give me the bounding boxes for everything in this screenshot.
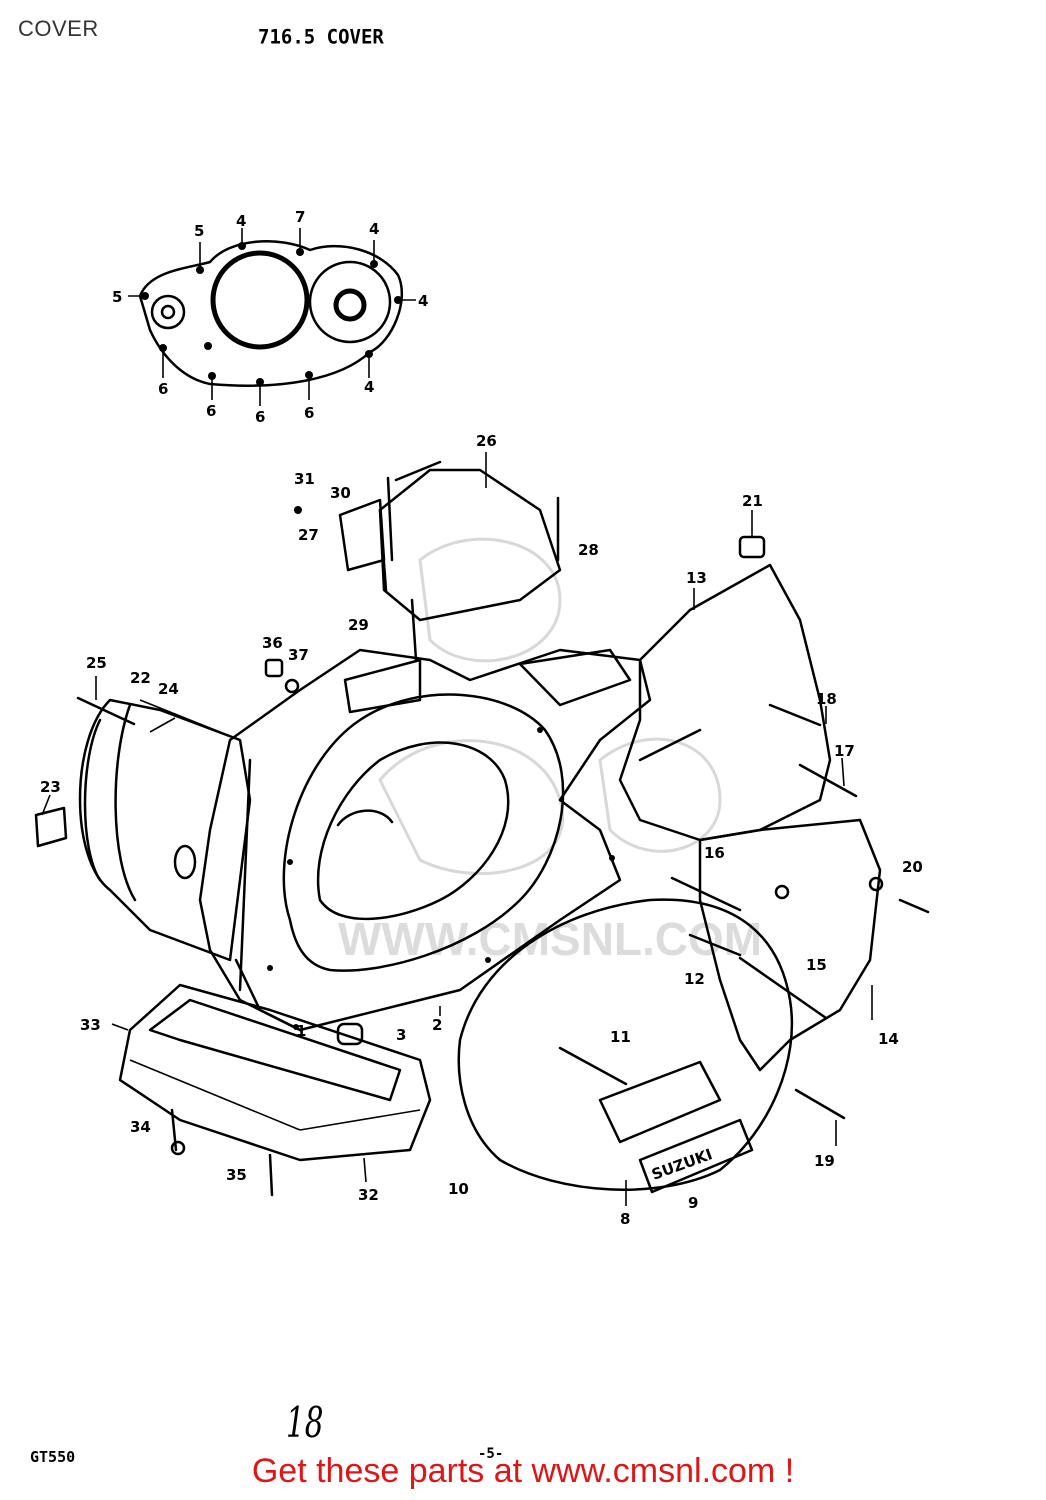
left-cover bbox=[34, 696, 252, 962]
callout-14: 14 bbox=[878, 1030, 899, 1048]
callout-6: 6 bbox=[304, 404, 314, 422]
parts-diagram: WWW.CMSNL.COM bbox=[34, 208, 930, 1228]
callout-13: 13 bbox=[686, 569, 707, 587]
callout-16: 16 bbox=[704, 844, 725, 862]
callout-11: 11 bbox=[610, 1028, 631, 1046]
callout-4: 4 bbox=[364, 378, 374, 396]
right-drive-cover bbox=[618, 535, 930, 1072]
callout-5: 5 bbox=[112, 288, 122, 306]
page-title: COVER bbox=[18, 16, 99, 41]
callout-12: 12 bbox=[684, 970, 705, 988]
callout-6: 6 bbox=[158, 380, 168, 398]
parts-link[interactable]: Get these parts at www.cmsnl.com ! bbox=[251, 1452, 795, 1490]
callout-6: 6 bbox=[255, 408, 265, 426]
page-number: -5- bbox=[478, 1446, 504, 1462]
callout-29: 29 bbox=[348, 616, 369, 634]
handwritten-note: 18 bbox=[286, 1398, 324, 1447]
callout-34: 34 bbox=[130, 1118, 151, 1136]
gasket-inset bbox=[128, 228, 416, 406]
callout-33: 33 bbox=[80, 1016, 101, 1034]
top-box-cover bbox=[294, 460, 562, 662]
callout-37: 37 bbox=[288, 646, 309, 664]
callout-19: 19 bbox=[814, 1152, 835, 1170]
figure-title: 716.5 COVER bbox=[258, 25, 384, 49]
callout-36: 36 bbox=[262, 634, 283, 652]
callout-30: 30 bbox=[330, 484, 351, 502]
callout-6: 6 bbox=[206, 402, 216, 420]
callout-9: 9 bbox=[688, 1194, 698, 1212]
callout-18: 18 bbox=[816, 690, 837, 708]
callout-21: 21 bbox=[742, 492, 763, 510]
callout-31: 31 bbox=[294, 470, 315, 488]
part-callouts: 4 7 4 5 5 4 4 6 6 6 6 26 31 30 27 28 21 … bbox=[40, 208, 923, 1228]
watermark-text: WWW.CMSNL.COM bbox=[338, 913, 762, 965]
watermark: WWW.CMSNL.COM bbox=[338, 537, 762, 965]
callout-35: 35 bbox=[226, 1166, 247, 1184]
callout-15: 15 bbox=[806, 956, 827, 974]
callout-32: 32 bbox=[358, 1186, 379, 1204]
leader-lines bbox=[41, 452, 873, 1206]
callout-28: 28 bbox=[578, 541, 599, 559]
callout-22: 22 bbox=[130, 669, 151, 687]
callout-3: 3 bbox=[396, 1026, 406, 1044]
callout-24: 24 bbox=[158, 680, 179, 698]
callout-1: 1 bbox=[296, 1022, 306, 1040]
suzuki-emblem: SUZUKI bbox=[649, 1145, 715, 1184]
callout-26: 26 bbox=[476, 432, 497, 450]
callout-17: 17 bbox=[834, 742, 855, 760]
crankcase-cover bbox=[198, 648, 652, 1032]
callout-4: 4 bbox=[369, 220, 379, 238]
callout-4: 4 bbox=[418, 292, 428, 310]
callout-23: 23 bbox=[40, 778, 61, 796]
callout-2: 2 bbox=[432, 1016, 442, 1034]
model-label: GT550 bbox=[30, 1448, 76, 1466]
callout-20: 20 bbox=[902, 858, 923, 876]
callout-4: 4 bbox=[236, 212, 246, 230]
callout-25: 25 bbox=[86, 654, 107, 672]
callout-5: 5 bbox=[194, 222, 204, 240]
callout-7: 7 bbox=[295, 208, 305, 226]
callout-8: 8 bbox=[620, 1210, 630, 1228]
callout-10: 10 bbox=[448, 1180, 469, 1198]
oil-pan bbox=[118, 658, 432, 1197]
callout-27: 27 bbox=[298, 526, 319, 544]
